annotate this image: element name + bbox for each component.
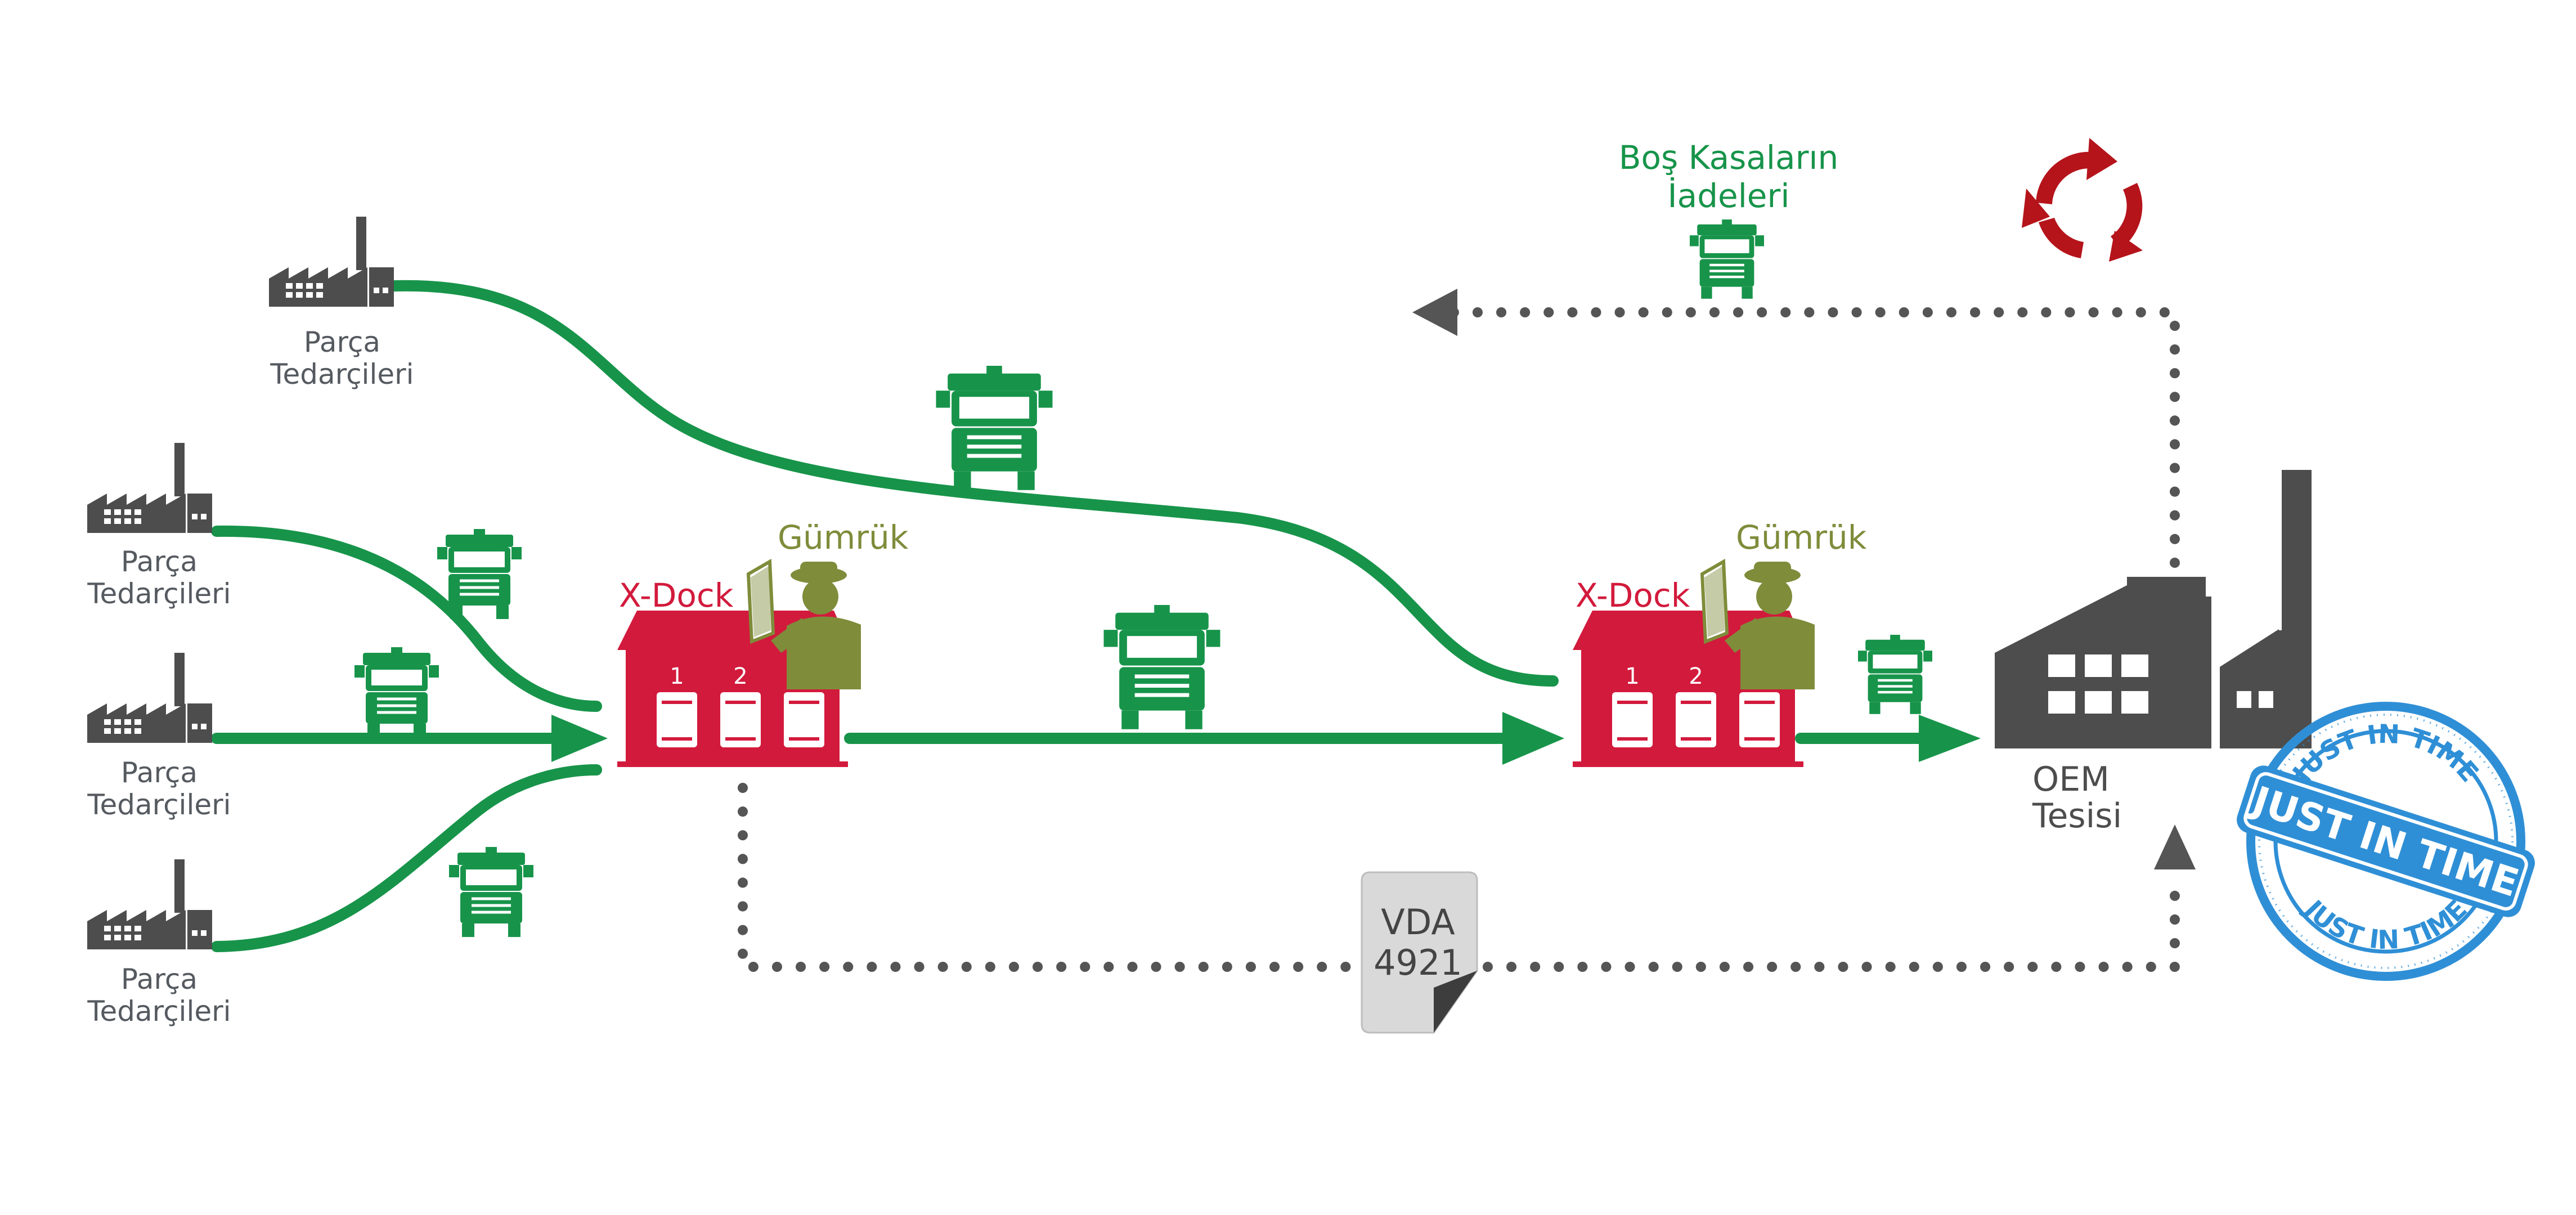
arrowhead-to-xdock-1	[551, 715, 608, 762]
truck-icon	[1690, 219, 1764, 299]
truck-icon	[1104, 605, 1220, 729]
recycle-icon	[2022, 138, 2143, 262]
returns-dotted-line	[1447, 307, 2180, 568]
document-arrowhead	[2154, 824, 2196, 869]
supplier-label-line1: Parça	[121, 545, 198, 578]
crossdock-2: 1 2 3 X-Dock Gümrük	[1573, 518, 1867, 767]
arrowhead-to-xdock-2	[1502, 712, 1564, 765]
xdock-label: X-Dock	[1576, 576, 1690, 615]
supplier-label-line2: Tedarçileri	[87, 788, 231, 821]
customs-label: Gümrük	[1736, 518, 1867, 557]
flow-curve-top	[388, 280, 1559, 687]
oem-label-line2: Tesisi	[2032, 796, 2122, 836]
oem-factory-icon	[1995, 470, 2312, 748]
document-label-line2: 4921	[1374, 942, 1462, 983]
factory-icon	[87, 443, 212, 533]
factory-icon	[87, 653, 212, 743]
supplier-label: Parça Tedarçileri	[87, 545, 231, 610]
crossdock-1: 1 2 3 X-Dock Gümrük	[617, 518, 909, 767]
door-number: 1	[670, 663, 684, 689]
truck-icon	[354, 647, 439, 737]
arrowhead-to-oem	[1919, 715, 1981, 762]
supplier-label-line1: Parça	[304, 326, 380, 358]
factory-icon	[269, 217, 394, 307]
supplier-label: Parça Tedarçileri	[87, 756, 231, 821]
flow-curve-supplier-4	[211, 764, 602, 952]
door-number: 2	[733, 663, 747, 689]
supply-flows	[211, 280, 1941, 952]
flow-curve-supplier-2	[211, 525, 602, 712]
supplier-label-line2: Tedarçileri	[270, 358, 414, 391]
door-number: 1	[1625, 663, 1639, 689]
truck-icon	[1858, 635, 1932, 714]
document-label-line1: VDA	[1381, 902, 1455, 943]
truck-icon	[936, 366, 1053, 490]
door-number: 2	[1689, 663, 1703, 689]
customs-label: Gümrük	[778, 518, 909, 557]
factory-icon	[87, 859, 212, 949]
svg-text:JUST IN TIME: JUST IN TIME	[2297, 893, 2473, 955]
truck-icon	[449, 847, 533, 937]
supplier-label-line1: Parça	[121, 963, 198, 996]
dotted-lines	[738, 307, 2180, 972]
supplier-label: Parça Tedarçileri	[87, 963, 231, 1028]
supplier-label-line1: Parça	[121, 756, 198, 789]
supplier-label-line2: Tedarçileri	[87, 577, 231, 610]
returns-arrowhead	[1412, 289, 1457, 336]
returns-label-line2: İadeleri	[1668, 177, 1790, 215]
supplier-label-line2: Tedarçileri	[87, 995, 231, 1028]
xdock-label: X-Dock	[619, 576, 734, 615]
document-icon: VDA 4921	[1361, 871, 1478, 1034]
returns-label-line1: Boş Kasaların	[1619, 138, 1839, 177]
flow-arrowheads	[551, 712, 1981, 765]
oem-label-line1: OEM	[2032, 760, 2110, 799]
supplier-label: Parça Tedarçileri	[270, 326, 414, 391]
document-flow-dotted-line	[738, 783, 2180, 972]
stamp-bottom-text: JUST IN TIME	[2297, 893, 2473, 955]
